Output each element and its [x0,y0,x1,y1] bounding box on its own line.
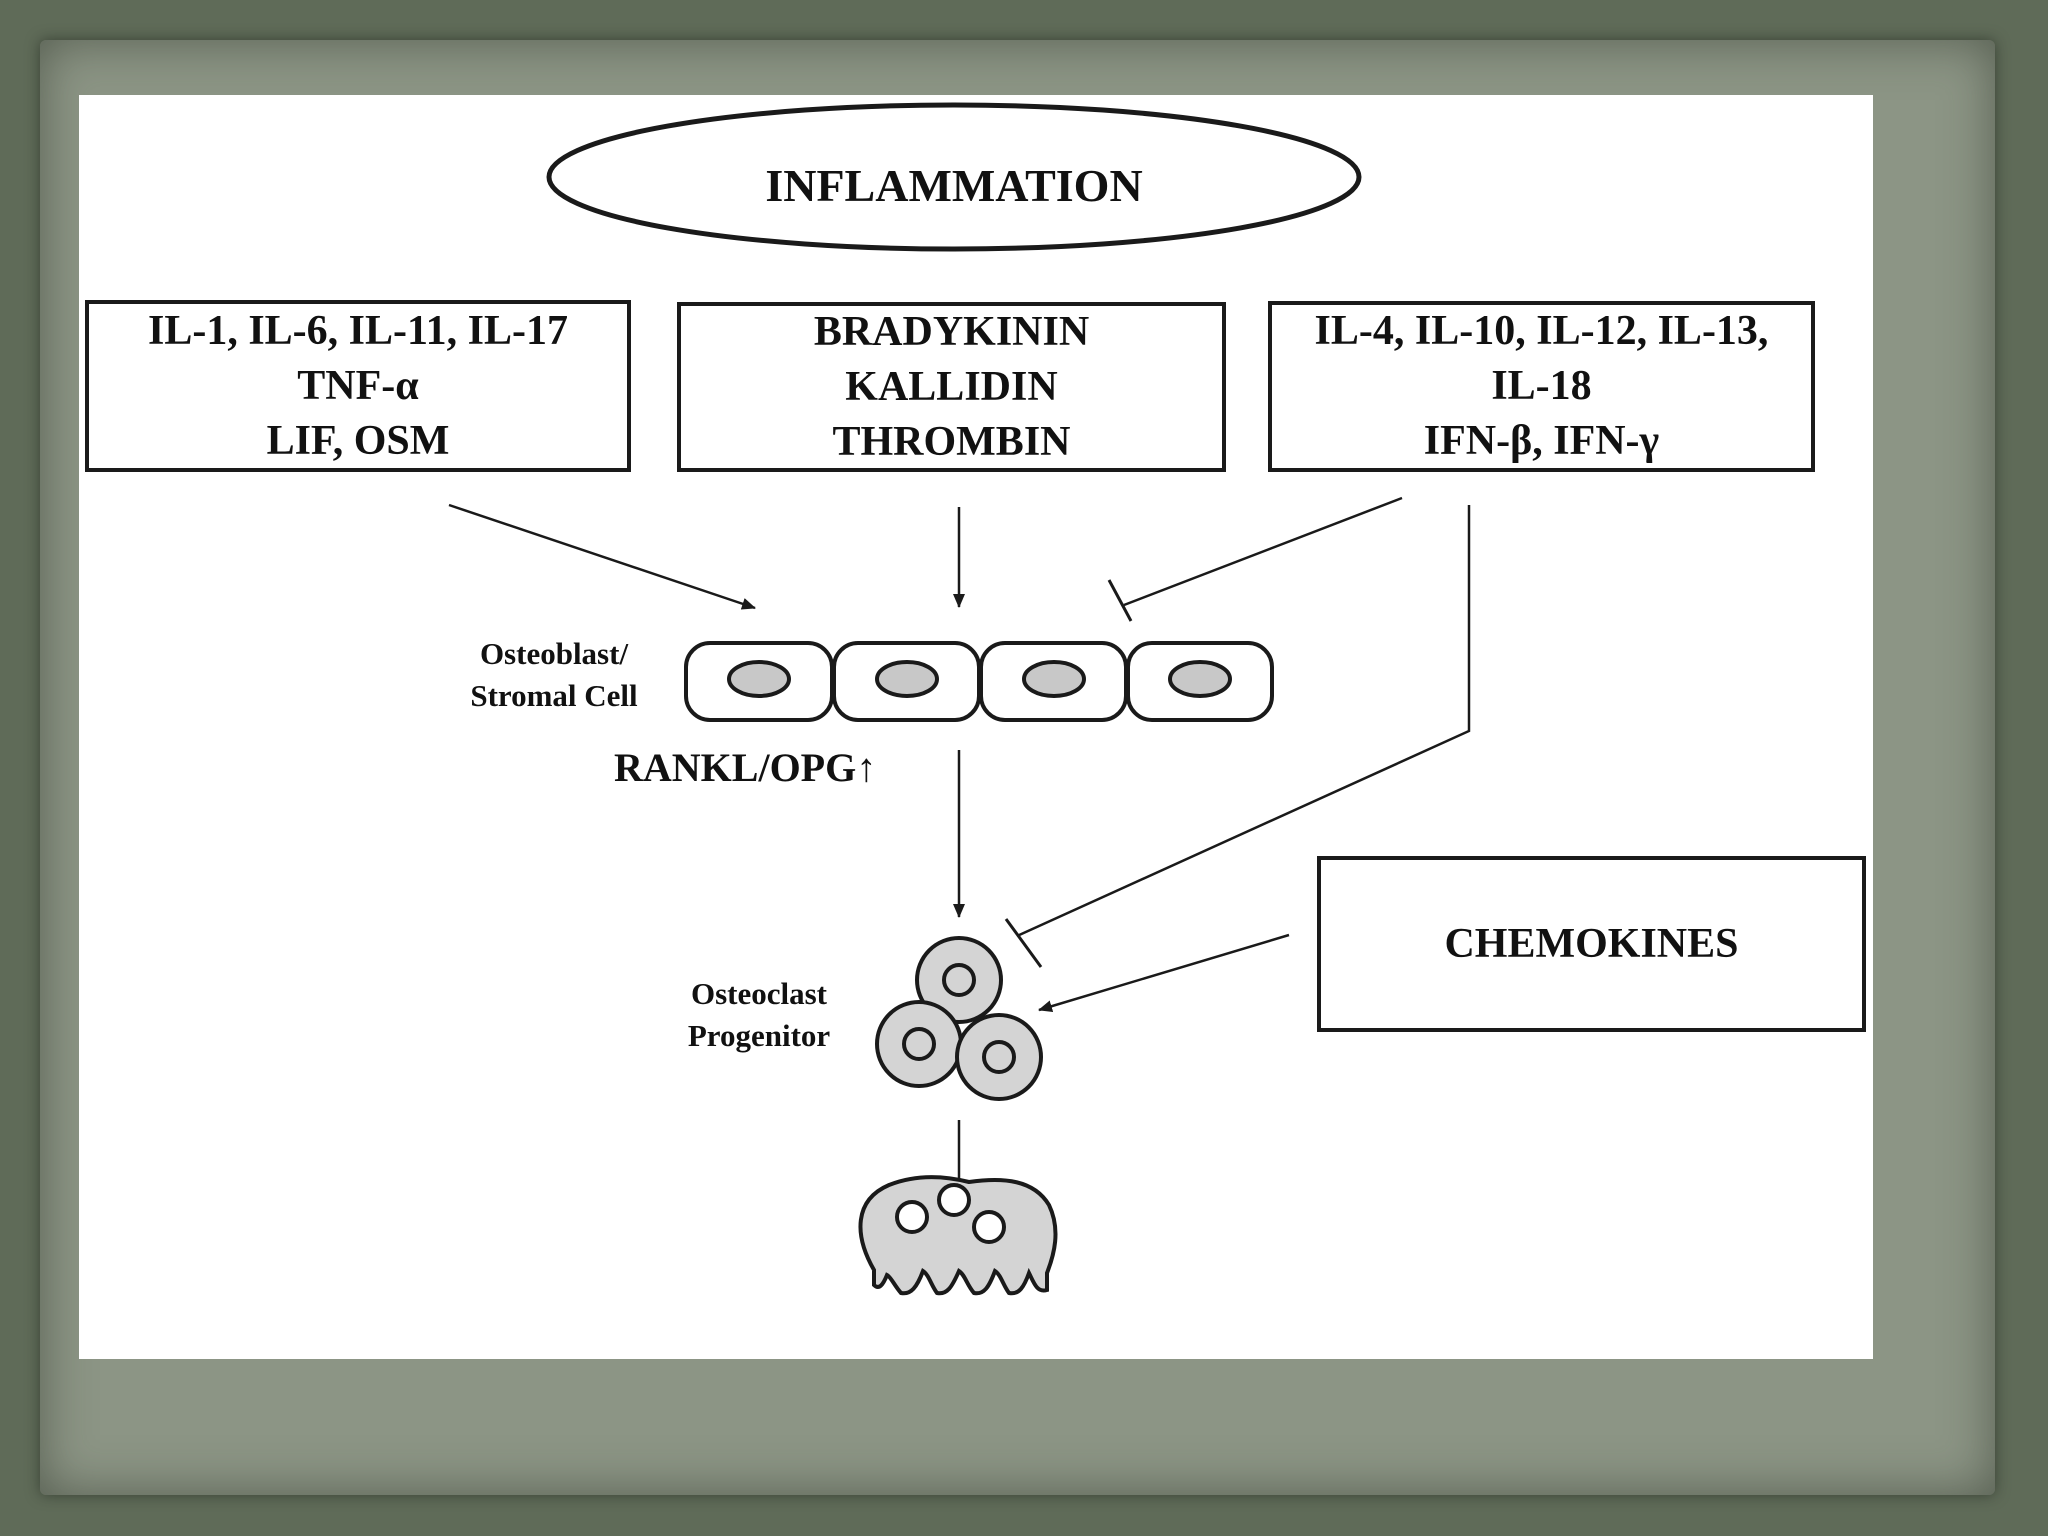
progenitor-nucleus [902,1027,936,1061]
osteoclast-nucleus [972,1210,1006,1244]
inhibit-bar-osteoblast [1107,579,1133,622]
box-line: KALLIDIN [845,363,1058,410]
osteoclast-nucleus [937,1183,971,1217]
inhibit-bar-progenitor [1004,918,1043,968]
box-line: BRADYKININ [813,308,1090,355]
up-arrow-icon: ↑ [856,745,877,790]
osteoclast-progenitor-cluster [875,936,1043,1101]
diagram-graphics [448,102,1471,1296]
chemokines-box: CHEMOKINES [1317,856,1866,1032]
inhibit-anti-to-osteoblast [1123,496,1403,607]
rankl-opg-label: RANKL/OPG↑ [614,745,877,790]
inflammation-label: INFLAMMATION [765,159,1143,211]
inhibit-anti-to-progenitor [1016,505,1471,938]
arrow-pro-to-osteoblast [448,503,756,610]
osteoclast-nucleus [895,1200,929,1234]
arrow-chemokines-to-progenitor [1038,933,1290,1013]
osteoclast-progenitor-label: Osteoclast Progenitor [687,976,831,1053]
osteoblast-cell-layer [684,641,1274,722]
inflammation-ellipse [546,102,1362,252]
pro-inflammatory-cytokines-box: IL-1, IL-6, IL-11, IL-17 TNF-α LIF, OSM [85,300,631,472]
chemokines-label: CHEMOKINES [1444,920,1739,967]
diagram-slide: INFLAMMATION IL-1, IL-6, IL-11, IL-17 TN… [79,95,1873,1359]
kinins-thrombin-box: BRADYKININ KALLIDIN THROMBIN [677,302,1226,472]
osteoblast-label: Osteoblast/ Stromal Cell [470,636,638,713]
box-line: TNF-α [297,362,419,409]
progenitor-nucleus [982,1040,1016,1074]
mature-osteoclast [858,1175,1058,1296]
osteoblast-nucleus [727,660,791,698]
box-line: THROMBIN [832,418,1071,465]
box-line: IL-4, IL-10, IL-12, IL-13, [1314,308,1769,354]
box-line: LIF, OSM [266,417,450,464]
osteoblast-nucleus [1168,660,1232,698]
osteoblast-nucleus [1022,660,1086,698]
osteoblast-nucleus [875,660,939,698]
progenitor-nucleus [942,963,976,997]
anti-inflammatory-cytokines-box: IL-4, IL-10, IL-12, IL-13, IL-18 IFN-β, … [1268,301,1815,472]
box-line: IFN-β, IFN-γ [1423,418,1660,464]
box-line: IL-18 [1491,363,1592,409]
box-line: IL-1, IL-6, IL-11, IL-17 [147,307,569,354]
